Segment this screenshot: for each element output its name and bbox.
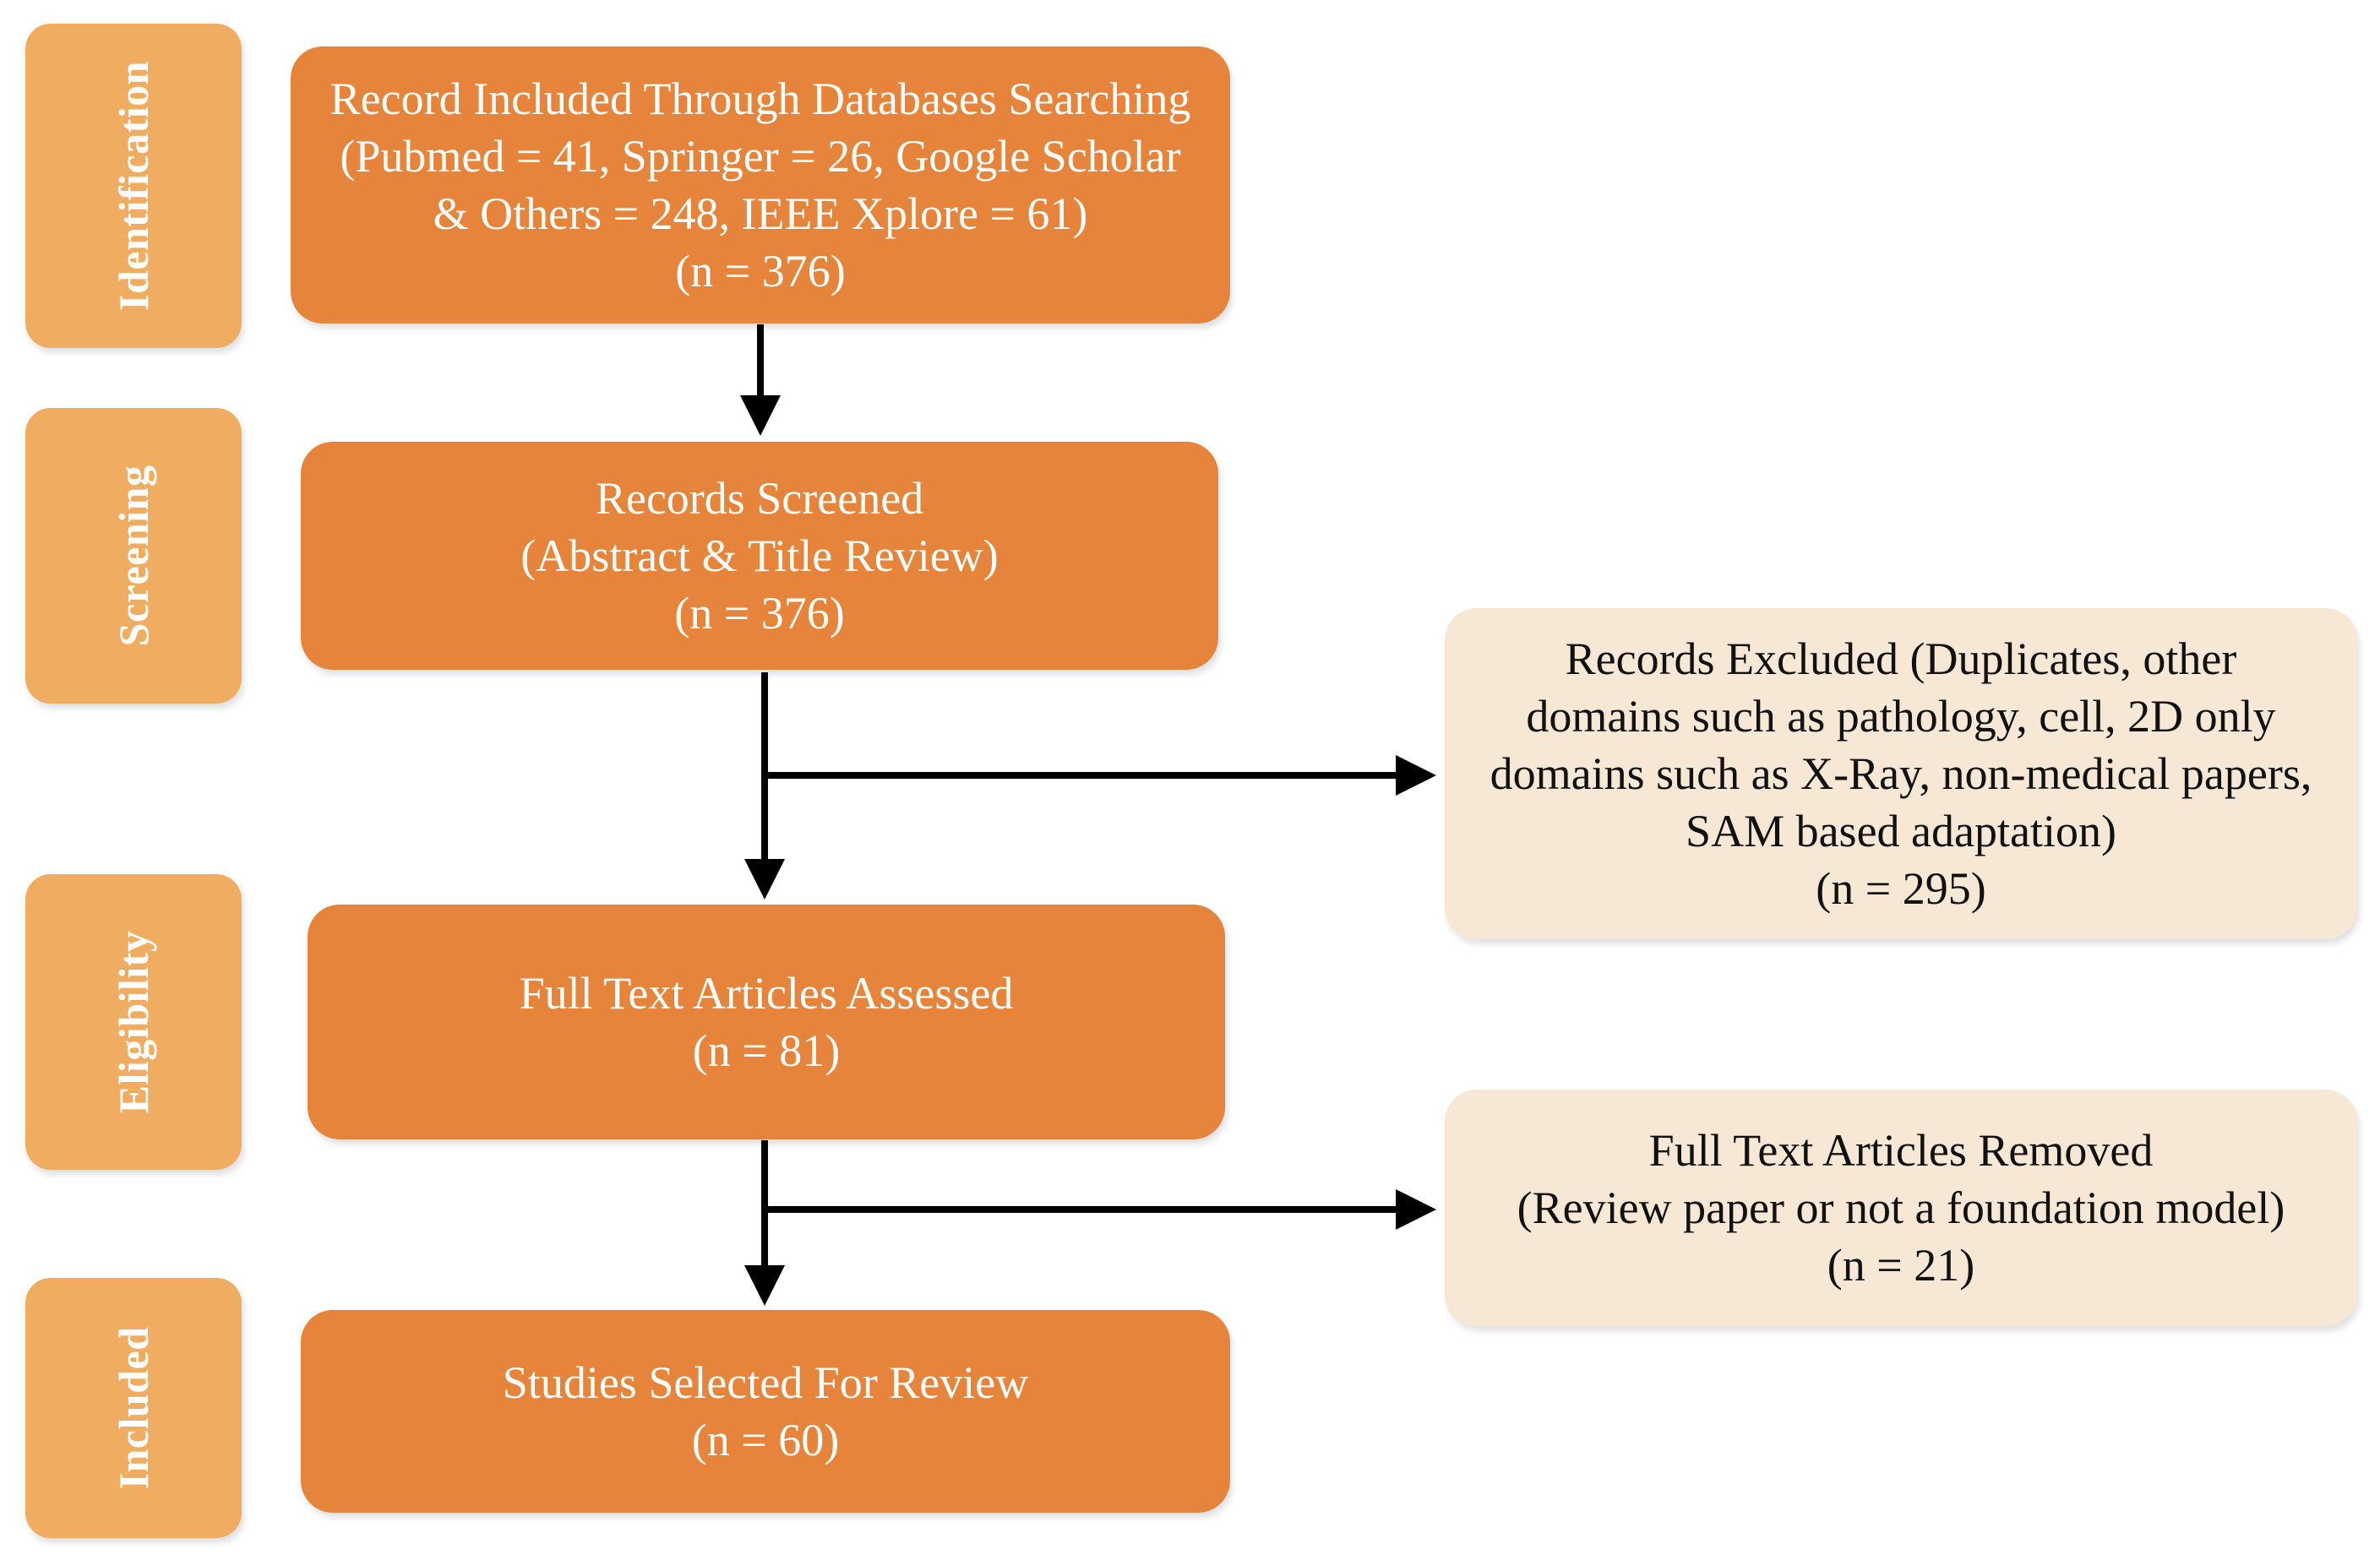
screening-box: Records Screened (Abstract & Title Revie… bbox=[301, 442, 1218, 670]
records-excluded-box-line: domains such as pathology, cell, 2D only bbox=[1526, 691, 2276, 742]
eligibility-box-line: Full Text Articles Assessed bbox=[519, 968, 1014, 1019]
articles-removed-box-line: (n = 21) bbox=[1827, 1240, 1975, 1291]
eligibility-box: Full Text Articles Assessed (n = 81) bbox=[308, 905, 1225, 1139]
records-excluded-box: Records Excluded (Duplicates, other doma… bbox=[1445, 608, 2357, 939]
included-box: Studies Selected For Review (n = 60) bbox=[301, 1310, 1230, 1513]
included-box-line: (n = 60) bbox=[691, 1415, 840, 1465]
screening-box-line: (n = 376) bbox=[674, 588, 845, 639]
included-box-line: Studies Selected For Review bbox=[502, 1357, 1029, 1408]
records-excluded-box-line: (n = 295) bbox=[1816, 863, 1986, 914]
stage-label-included: Included bbox=[25, 1278, 242, 1538]
identification-box: Record Included Through Databases Search… bbox=[291, 46, 1230, 323]
records-excluded-box-line: SAM based adaptation) bbox=[1686, 806, 2116, 856]
eligibility-box-line: (n = 81) bbox=[692, 1025, 841, 1076]
identification-box-line: & Others = 248, IEEE Xplore = 61) bbox=[433, 188, 1088, 239]
stage-label-screening: Screening bbox=[25, 408, 242, 704]
screening-box-line: (Abstract & Title Review) bbox=[520, 530, 999, 581]
stage-label-identification: Identification bbox=[25, 24, 242, 348]
screening-box-line: Records Screened bbox=[595, 473, 924, 524]
identification-box-line: (n = 376) bbox=[675, 246, 846, 296]
identification-box-line: (Pubmed = 41, Springer = 26, Google Scho… bbox=[340, 131, 1181, 182]
stage-label-eligibility: Eligibility bbox=[25, 874, 242, 1170]
records-excluded-box-line: domains such as X-Ray, non-medical paper… bbox=[1490, 748, 2312, 799]
articles-removed-box-line: (Review paper or not a foundation model) bbox=[1517, 1182, 2285, 1233]
articles-removed-box-line: Full Text Articles Removed bbox=[1648, 1125, 2154, 1176]
records-excluded-box-line: Records Excluded (Duplicates, other bbox=[1565, 633, 2237, 684]
articles-removed-box: Full Text Articles Removed (Review paper… bbox=[1445, 1090, 2357, 1326]
identification-box-line: Record Included Through Databases Search… bbox=[329, 73, 1191, 124]
